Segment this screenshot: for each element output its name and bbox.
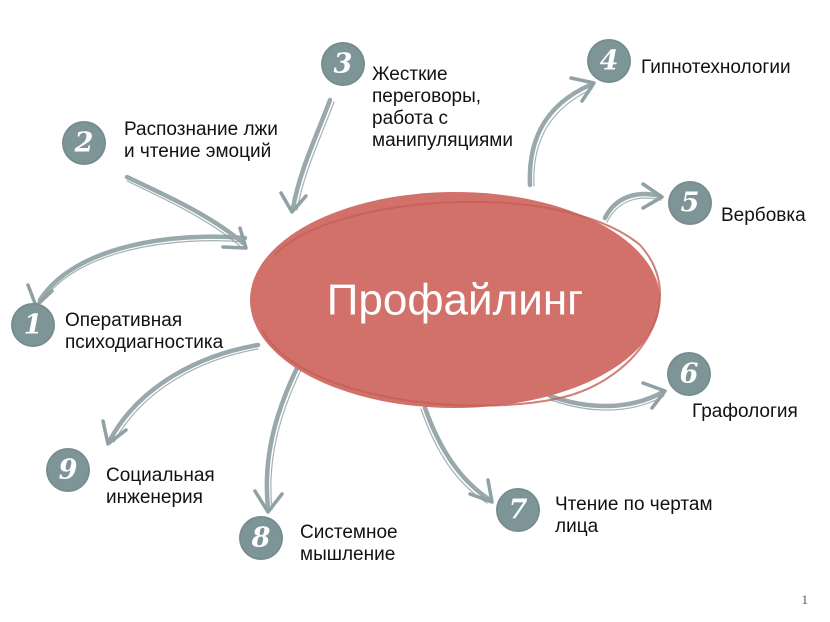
label-6: Графология <box>692 401 798 423</box>
label-4: Гипнотехнологии <box>641 57 791 79</box>
badge-1: 1 <box>11 303 55 347</box>
badge-2-number: 2 <box>74 128 94 159</box>
label-6-line: Графология <box>692 401 798 422</box>
connector-4 <box>527 76 596 188</box>
label-8-line: мышление <box>300 544 396 565</box>
label-5-line: Вербовка <box>721 205 806 226</box>
badge-2: 2 <box>62 121 106 165</box>
badge-4-number: 4 <box>600 46 619 77</box>
page-number: 1 <box>801 592 809 607</box>
label-8: Системное мышление <box>300 522 398 566</box>
label-3-line: переговоры, <box>372 86 482 107</box>
badge-9: 9 <box>46 448 90 492</box>
badge-8: 8 <box>239 516 283 560</box>
label-9: Социальная инженерия <box>106 465 215 509</box>
badge-3: 3 <box>321 42 365 86</box>
label-2-line: Распознание лжи <box>124 119 278 140</box>
badge-1-number: 1 <box>24 310 43 341</box>
label-7-line: Чтение по чертам <box>555 494 713 515</box>
label-2: Распознание лжи и чтение эмоций <box>124 119 278 163</box>
badge-7-number: 7 <box>509 495 528 526</box>
label-3-line: манипуляциями <box>372 130 513 151</box>
label-1: Оперативная психодиагностика <box>65 310 223 354</box>
badge-7: 7 <box>496 488 540 532</box>
connector-7 <box>420 405 494 504</box>
connector-5 <box>602 182 664 223</box>
label-9-line: Социальная <box>106 465 215 486</box>
label-7: Чтение по чертам лица <box>555 494 713 538</box>
label-7-line: лица <box>555 516 599 537</box>
connector-3 <box>279 97 335 214</box>
label-4-line: Гипнотехнологии <box>641 57 791 78</box>
connector-9 <box>101 342 261 446</box>
label-3: Жесткие переговоры, работа с манипуляция… <box>372 64 513 152</box>
badge-4: 4 <box>587 39 631 83</box>
label-2-line: и чтение эмоций <box>124 141 272 162</box>
label-1-line: психодиагностика <box>65 332 224 353</box>
center-node: Профайлинг <box>250 192 661 408</box>
badge-3-number: 3 <box>334 49 353 80</box>
label-9-line: инженерия <box>106 487 203 508</box>
label-1-line: Оперативная <box>65 310 183 331</box>
badge-9-number: 9 <box>59 455 78 486</box>
connector-2 <box>124 174 248 250</box>
connector-8 <box>253 349 310 514</box>
connector-1 <box>26 234 248 308</box>
label-5: Вербовка <box>721 205 806 227</box>
center-title: Профайлинг <box>327 276 583 325</box>
badge-5: 5 <box>668 181 712 225</box>
label-3-line: работа с <box>372 108 448 129</box>
badge-6: 6 <box>667 352 711 396</box>
label-8-line: Системное <box>300 522 398 543</box>
badge-6-number: 6 <box>680 359 699 390</box>
badge-5-number: 5 <box>681 188 700 219</box>
connector-6 <box>547 381 667 411</box>
badge-8-number: 8 <box>251 523 271 554</box>
label-3-line: Жесткие <box>372 64 448 85</box>
